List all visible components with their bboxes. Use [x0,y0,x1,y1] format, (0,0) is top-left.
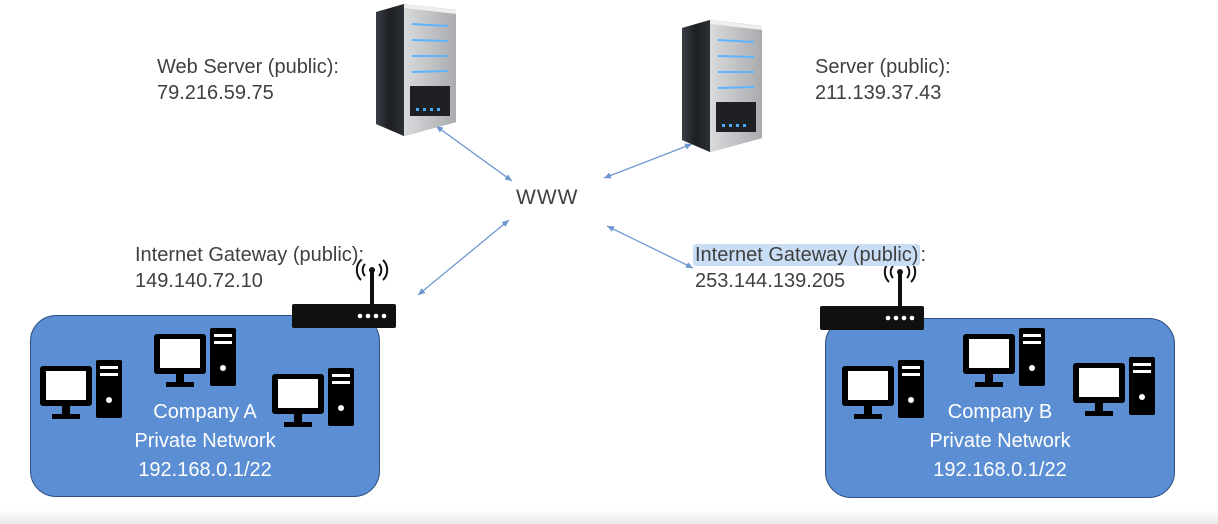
company-b-cidr: 192.168.0.1/22 [933,459,1067,481]
gateway-a-label: Internet Gateway (public): 149.140.72.10 [135,242,364,294]
server-title: Server (public): [815,56,951,78]
gateway-b-label: Internet Gateway (public): 253.144.139.2… [693,242,926,294]
link-gateway-b-www [606,225,694,269]
gateway-b-ip: 253.144.139.205 [695,270,846,292]
server-ip: 211.139.37.43 [815,82,942,104]
floor-shadow [0,510,1218,524]
web-server-icon [375,3,457,137]
gateway-b-title-suffix: : [920,244,926,266]
link-webserver-www [435,125,513,182]
desktop-computer-icon [963,328,1045,387]
web-server-label: Web Server (public): 79.216.59.75 [157,54,339,106]
company-b-name: Company B [947,401,1053,423]
server-label: Server (public): 211.139.37.43 [815,54,951,106]
company-b-network-name: Private Network [929,430,1071,452]
gateway-a-title: Internet Gateway (public): [135,244,364,266]
link-server-www [603,143,693,179]
gateway-b-title-highlighted: Internet Gateway (public) [693,244,921,266]
desktop-computer-icon [154,328,236,387]
company-a-name: Company A [153,401,257,423]
web-server-ip: 79.216.59.75 [157,82,274,104]
company-a-label: Company A Private Network 192.168.0.1/22 [110,398,300,485]
server-icon [681,19,763,153]
company-b-label: Company B Private Network 192.168.0.1/22 [905,398,1095,485]
web-server-title: Web Server (public): [157,56,339,78]
company-a-cidr: 192.168.0.1/22 [138,459,272,481]
www-hub-label: WWW [516,186,579,209]
link-gateway-a-www [417,219,510,296]
company-a-network-name: Private Network [134,430,276,452]
gateway-a-ip: 149.140.72.10 [135,270,263,292]
